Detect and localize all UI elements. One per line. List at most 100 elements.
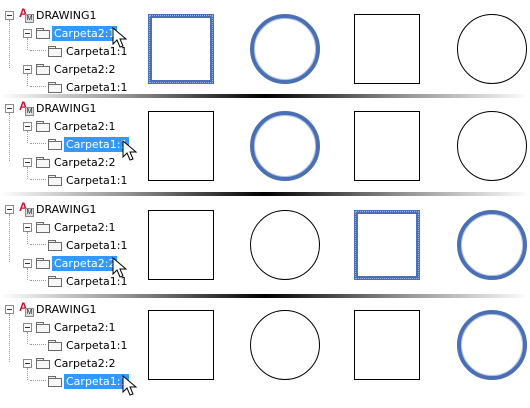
tree-line (9, 20, 10, 68)
tree-line (27, 131, 28, 143)
mouse-pointer-icon (112, 27, 128, 48)
circle-shape[interactable] (250, 310, 320, 380)
folder-icon (36, 120, 50, 132)
tree-item-carpeta2-2[interactable]: Carpeta2:2 (36, 355, 117, 371)
folder-icon (48, 275, 62, 287)
folder-icon (48, 81, 62, 93)
tree-line (30, 143, 46, 144)
folder-icon (48, 138, 62, 150)
tree-item-carpeta1-1[interactable]: Carpeta1:1 (48, 43, 129, 59)
divider (0, 94, 530, 98)
collapse-toggle[interactable] (23, 223, 32, 232)
tree-line (27, 232, 28, 244)
tree-item-carpeta2-2[interactable]: Carpeta2:2 (36, 255, 118, 271)
tree-item-label: Carpeta1:1 (64, 136, 130, 152)
square-shape[interactable] (148, 310, 214, 380)
tree-line (30, 344, 46, 345)
circle-shape[interactable] (457, 111, 527, 181)
tree-item-label: Carpeta1:1 (66, 173, 128, 187)
tree-line (9, 113, 10, 161)
tree-item-label: Carpeta1:1 (66, 274, 128, 288)
circle-shape[interactable] (250, 210, 320, 280)
folder-icon (36, 357, 50, 369)
tree-item-carpeta2-1[interactable]: Carpeta2:1 (36, 118, 117, 134)
tree-line (27, 332, 28, 344)
tree-item-carpeta1-1[interactable]: Carpeta1:1 (48, 273, 129, 289)
collapse-toggle[interactable] (23, 323, 32, 332)
tree-item-label: Carpeta1:1 (66, 238, 128, 252)
collapse-toggle[interactable] (5, 205, 14, 214)
square-shape[interactable] (148, 14, 214, 84)
tree-root-label: DRAWING1 (36, 302, 97, 316)
tree-line (27, 38, 28, 50)
tree-item-carpeta1-1[interactable]: Carpeta1:1 (48, 373, 130, 389)
tree-line (27, 167, 28, 179)
folder-icon (48, 174, 62, 186)
folder-icon (48, 339, 62, 351)
tree-item-carpeta1-1[interactable]: Carpeta1:1 (48, 237, 129, 253)
circle-shape[interactable] (457, 210, 527, 280)
tree-line (30, 50, 46, 51)
tree-item-carpeta2-2[interactable]: Carpeta2:2 (36, 154, 117, 170)
tree-line (30, 244, 46, 245)
tree-line (27, 74, 28, 86)
collapse-toggle[interactable] (23, 29, 32, 38)
circle-shape[interactable] (457, 14, 527, 84)
mouse-pointer-icon (122, 375, 138, 396)
tree-line (30, 86, 46, 87)
square-shape[interactable] (148, 111, 214, 181)
tree-item-label: Carpeta2:1 (54, 320, 116, 334)
square-shape[interactable] (354, 210, 420, 280)
tree-root-label: DRAWING1 (36, 202, 97, 216)
tree-item-label: Carpeta2:2 (54, 62, 116, 76)
tree-line (30, 380, 46, 381)
collapse-toggle[interactable] (23, 158, 32, 167)
collapse-toggle[interactable] (23, 65, 32, 74)
collapse-toggle[interactable] (23, 122, 32, 131)
tree-item-label: Carpeta1:1 (66, 80, 128, 94)
collapse-toggle[interactable] (23, 259, 32, 268)
collapse-toggle[interactable] (5, 11, 14, 20)
square-shape[interactable] (148, 210, 214, 280)
tree-line (9, 314, 10, 362)
square-shape[interactable] (354, 111, 420, 181)
tree-item-carpeta2-1[interactable]: Carpeta2:1 (36, 319, 117, 335)
tree-item-carpeta2-1[interactable]: Carpeta2:1 (36, 25, 118, 41)
folder-icon (36, 156, 50, 168)
square-shape[interactable] (354, 14, 420, 84)
mouse-pointer-icon (122, 140, 138, 161)
tree-item-carpeta2-2[interactable]: Carpeta2:2 (36, 61, 117, 77)
circle-shape[interactable] (250, 14, 320, 84)
collapse-toggle[interactable] (5, 104, 14, 113)
tree-item-label: Carpeta1:1 (66, 338, 128, 352)
tree-line (30, 179, 46, 180)
tree-item-carpeta1-1[interactable]: Carpeta1:1 (48, 79, 129, 95)
tree-item-carpeta1-1[interactable]: Carpeta1:1 (48, 172, 129, 188)
circle-shape[interactable] (250, 111, 320, 181)
folder-icon (36, 321, 50, 333)
tree-item-carpeta1-1[interactable]: Carpeta1:1 (48, 136, 130, 152)
tree-line (27, 268, 28, 280)
tree-line (9, 214, 10, 262)
tree-item-label: Carpeta2:2 (52, 255, 118, 271)
collapse-toggle[interactable] (5, 305, 14, 314)
square-shape[interactable] (354, 310, 420, 380)
tree-item-carpeta1-1[interactable]: Carpeta1:1 (48, 337, 129, 353)
circle-shape[interactable] (457, 310, 527, 380)
divider (0, 192, 530, 196)
collapse-toggle[interactable] (23, 359, 32, 368)
tree-item-carpeta2-1[interactable]: Carpeta2:1 (36, 219, 117, 235)
